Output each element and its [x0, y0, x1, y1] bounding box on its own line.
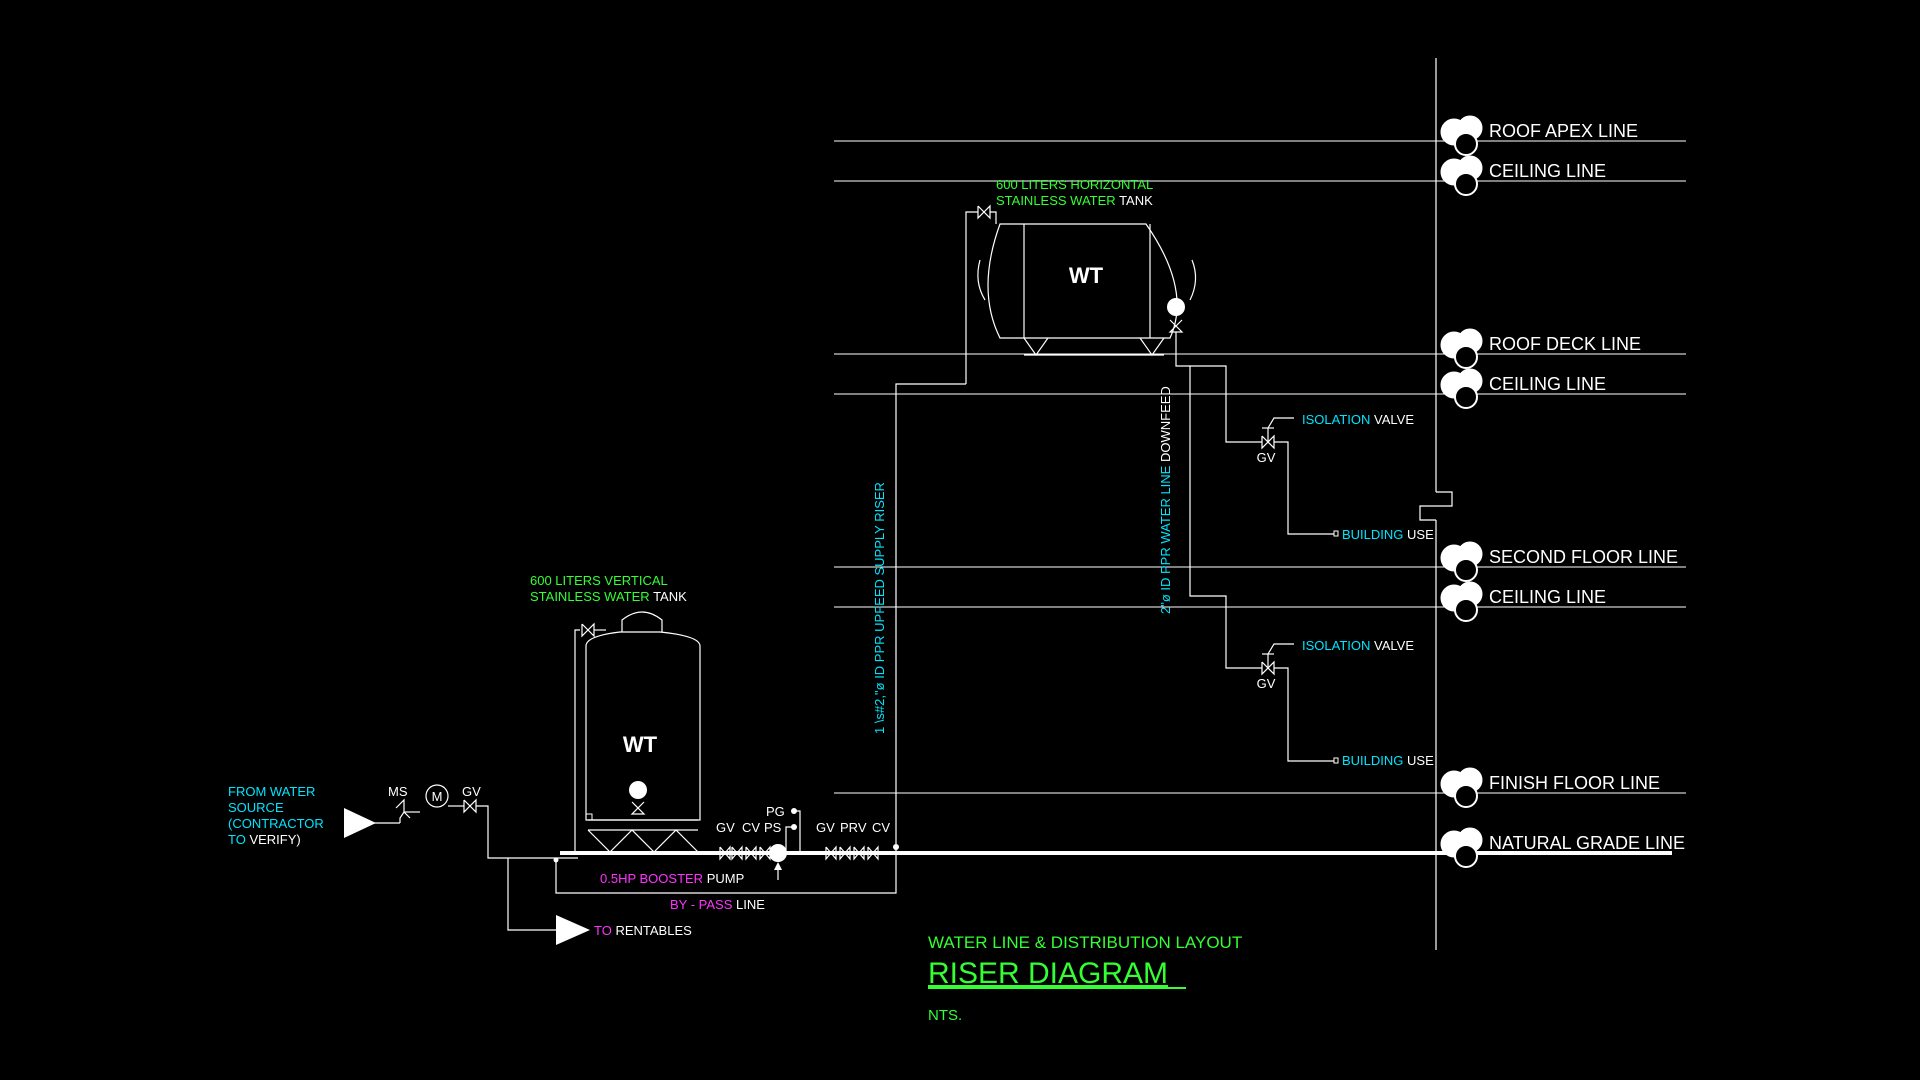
title-scale: NTS. — [928, 1007, 962, 1024]
booster-pump-icon — [769, 844, 787, 862]
level-label-ceiling-2: CEILING LINE — [1489, 374, 1606, 394]
float-valve-icon — [1167, 298, 1185, 316]
building-outline — [1419, 58, 1453, 950]
title-subtitle: WATER LINE & DISTRIBUTION LAYOUT — [928, 933, 1242, 952]
tank-h-inlet-valve — [965, 204, 997, 384]
tank-h-tag: WT — [1069, 263, 1104, 288]
cv-label: CV — [742, 820, 760, 835]
source-inlet: M — [344, 784, 578, 859]
level-marker-symbol — [1440, 115, 1483, 156]
float-valve-icon — [629, 781, 647, 799]
level-label-ceiling-3: CEILING LINE — [1489, 587, 1606, 607]
upper-gv-label: GV — [1257, 450, 1276, 465]
svg-text:TO VERIFY): TO VERIFY) — [228, 832, 301, 847]
rentables-branch — [507, 858, 590, 945]
pg-label: PG — [766, 804, 785, 819]
svg-text:(CONTRACTOR: (CONTRACTOR — [228, 816, 324, 831]
level-markers — [1440, 115, 1483, 868]
downfeed-pipe — [1175, 332, 1262, 669]
upfeed-riser-pipe — [555, 383, 966, 894]
svg-text:FROM WATER: FROM WATER — [228, 784, 315, 799]
tank-v-tag: WT — [623, 732, 658, 757]
tank-h-label-line2: STAINLESS WATER TANK — [996, 193, 1153, 208]
title-main: RISER DIAGRAM — [928, 957, 1168, 990]
downfeed-label: 2"ø ID PPR WATER LINE DOWNFEED — [1158, 386, 1173, 614]
horizontal-water-tank: WT — [977, 223, 1197, 357]
level-label-natural-grade: NATURAL GRADE LINE — [1489, 833, 1685, 853]
level-label-roof-deck: ROOF DECK LINE — [1489, 334, 1641, 354]
upper-isolation-valve-label: ISOLATION VALVE — [1302, 412, 1414, 427]
level-label-roof-apex: ROOF APEX LINE — [1489, 121, 1638, 141]
level-label-finish-floor: FINISH FLOOR LINE — [1489, 773, 1660, 793]
gv-label-2: GV — [816, 820, 835, 835]
branch-lower — [1261, 643, 1339, 764]
tank-v-label: 600 LITERS VERTICAL STAINLESS WATER TANK — [530, 573, 687, 604]
level-lines — [560, 140, 1686, 855]
tank-h-label-line1: 600 LITERS HORIZONTAL — [996, 177, 1153, 192]
level-labels: ROOF APEX LINE CEILING LINE ROOF DECK LI… — [1489, 121, 1685, 853]
lower-gv-label: GV — [1257, 676, 1276, 691]
level-marker-symbol — [1440, 541, 1483, 582]
cv-label-2: CV — [872, 820, 890, 835]
svg-text:SOURCE: SOURCE — [228, 800, 284, 815]
lower-building-use-label: BUILDING USE — [1342, 753, 1434, 768]
rentables-label: TO RENTABLES — [594, 923, 692, 938]
level-marker-symbol — [1440, 328, 1483, 369]
lower-isolation-valve-label: ISOLATION VALVE — [1302, 638, 1414, 653]
tank-v-label-line2: STAINLESS WATER TANK — [530, 589, 687, 604]
level-marker-symbol — [1440, 827, 1483, 868]
tank-h-label: 600 LITERS HORIZONTAL STAINLESS WATER TA… — [996, 177, 1153, 208]
fitting-labels: GV CV PS PG GV PRV CV — [716, 804, 890, 835]
ms-label: MS — [388, 784, 408, 799]
level-marker-symbol — [1440, 767, 1483, 808]
bypass-label: BY - PASS LINE — [670, 897, 765, 912]
tank-v-label-line1: 600 LITERS VERTICAL — [530, 573, 668, 588]
tank-v-inlet-valve — [574, 622, 606, 853]
water-meter-icon — [425, 784, 449, 808]
level-label-second-floor: SECOND FLOOR LINE — [1489, 547, 1678, 567]
gv-label: GV — [716, 820, 735, 835]
vertical-water-tank: WT — [585, 611, 701, 853]
source-label: FROM WATER SOURCE (CONTRACTOR TO VERIFY) — [228, 784, 324, 847]
title-block: WATER LINE & DISTRIBUTION LAYOUT RISER D… — [928, 933, 1242, 1024]
meter-label: M — [432, 789, 443, 804]
riser-label: 1 \s#2,"ø ID PPR UPFEED SUPPLY RISER — [872, 482, 887, 734]
level-marker-symbol — [1440, 581, 1483, 622]
level-marker-symbol — [1440, 155, 1483, 196]
ps-label: PS — [764, 820, 782, 835]
prv-label: PRV — [840, 820, 867, 835]
level-label-ceiling-1: CEILING LINE — [1489, 161, 1606, 181]
upper-building-use-label: BUILDING USE — [1342, 527, 1434, 542]
level-marker-symbol — [1440, 368, 1483, 409]
pump-valve-train — [719, 808, 899, 880]
pump-label: 0.5HP BOOSTER PUMP — [600, 871, 744, 886]
source-gv-label: GV — [462, 784, 481, 799]
branch-upper — [1261, 417, 1339, 537]
